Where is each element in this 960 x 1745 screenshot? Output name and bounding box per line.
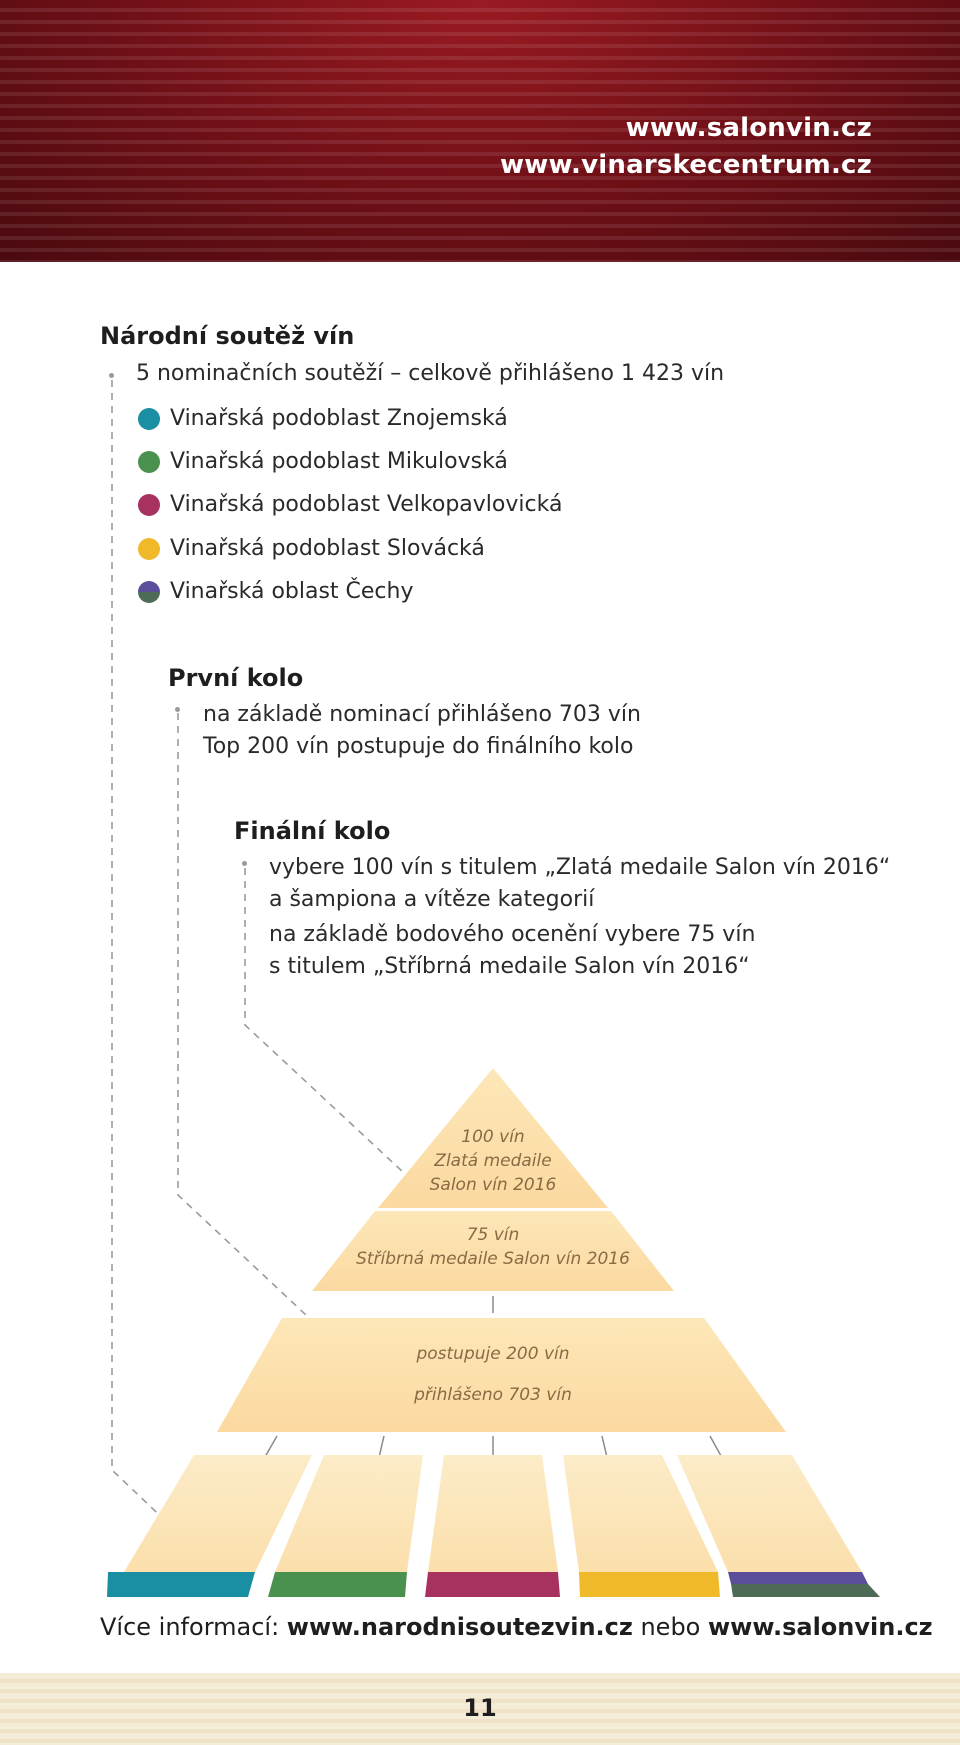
final-round-line-2: a šampiona a vítěze kategorií xyxy=(269,887,595,912)
gold-count: 100 vín xyxy=(461,1127,524,1147)
region-label: Vinařská oblast Čechy xyxy=(170,579,414,604)
header-banner: www.salonvin.cz www.vinarskecentrum.cz xyxy=(0,0,960,262)
base-band-mikulovska xyxy=(268,1572,407,1597)
pyramid-silver-tier xyxy=(312,1211,674,1291)
link-salonvin[interactable]: www.salonvin.cz xyxy=(708,1613,933,1641)
final-round-line-1: vybere 100 vín s titulem „Zlatá medaile … xyxy=(269,855,891,880)
base-band-slovacka xyxy=(579,1572,720,1597)
more-info-middle: nebo xyxy=(632,1613,708,1641)
region-dot-velkopavlovicka xyxy=(138,494,160,516)
gold-salon-label: Salon vín 2016 xyxy=(430,1175,557,1195)
base-slab-znojemska xyxy=(124,1455,312,1572)
base-slab-velkopavlovicka xyxy=(428,1455,558,1572)
silver-count: 75 vín xyxy=(467,1225,520,1245)
base-band-znojemska xyxy=(107,1572,255,1597)
base-band-cechy-top xyxy=(728,1572,868,1584)
pyramid-middle-tier xyxy=(217,1318,786,1432)
url-vinarskecentrum[interactable]: www.vinarskecentrum.cz xyxy=(500,150,872,180)
region-label: Vinařská podoblast Velkopavlovická xyxy=(170,492,563,517)
pyramid-base xyxy=(107,1455,880,1597)
bullet xyxy=(175,707,180,712)
first-round-line-1: na základě nominací přihlášeno 703 vín xyxy=(203,702,641,727)
region-dot-mikulovska xyxy=(138,451,160,473)
gold-medal-label: Zlatá medaile xyxy=(433,1151,551,1171)
page-number: 11 xyxy=(463,1694,497,1722)
region-label: Vinařská podoblast Znojemská xyxy=(170,406,508,431)
base-slab-mikulovska xyxy=(275,1455,423,1572)
region-dot-slovacka xyxy=(138,538,160,560)
url-salonvin[interactable]: www.salonvin.cz xyxy=(625,113,872,143)
silver-medal-label: Stříbrná medaile Salon vín 2016 xyxy=(356,1249,630,1269)
connector-first-round xyxy=(177,713,339,1346)
first-round-title: První kolo xyxy=(168,664,304,692)
region-dot-znojemska xyxy=(138,408,160,430)
base-slab-slovacka xyxy=(563,1455,718,1572)
base-band-cechy-bottom xyxy=(731,1584,880,1597)
region-label: Vinařská podoblast Mikulovská xyxy=(170,449,508,474)
link-narodnisoutezvin[interactable]: www.narodnisoutezvin.cz xyxy=(286,1613,633,1641)
more-info-prefix: Více informací: xyxy=(100,1613,287,1641)
final-round-line-4: s titulem „Stříbrná medaile Salon vín 20… xyxy=(269,954,750,979)
first-round-line-2: Top 200 vín postupuje do finálního kolo xyxy=(203,734,634,759)
region-label: Vinařská podoblast Slovácká xyxy=(170,536,485,561)
more-info-line: Více informací: www.narodnisoutezvin.cz … xyxy=(100,1613,933,1641)
final-round-line-3: na základě bodového ocenění vybere 75 ví… xyxy=(269,922,756,947)
final-round-title: Finální kolo xyxy=(234,817,391,845)
registered-label: přihlášeno 703 vín xyxy=(413,1385,572,1405)
connector-final-round xyxy=(244,868,419,1187)
bullet xyxy=(109,373,114,378)
national-competition-title: Národní soutěž vín xyxy=(100,322,355,350)
bottom-band xyxy=(0,1673,960,1745)
base-slab-cechy xyxy=(677,1455,862,1572)
bullet xyxy=(242,861,247,866)
advances-label: postupuje 200 vín xyxy=(415,1344,569,1364)
base-band-velkopavlovicka xyxy=(425,1572,560,1597)
pyramid-gold-tier xyxy=(378,1068,608,1208)
national-summary: 5 nominačních soutěží – celkově přihláše… xyxy=(136,361,725,386)
region-dot-cechy xyxy=(138,581,160,603)
